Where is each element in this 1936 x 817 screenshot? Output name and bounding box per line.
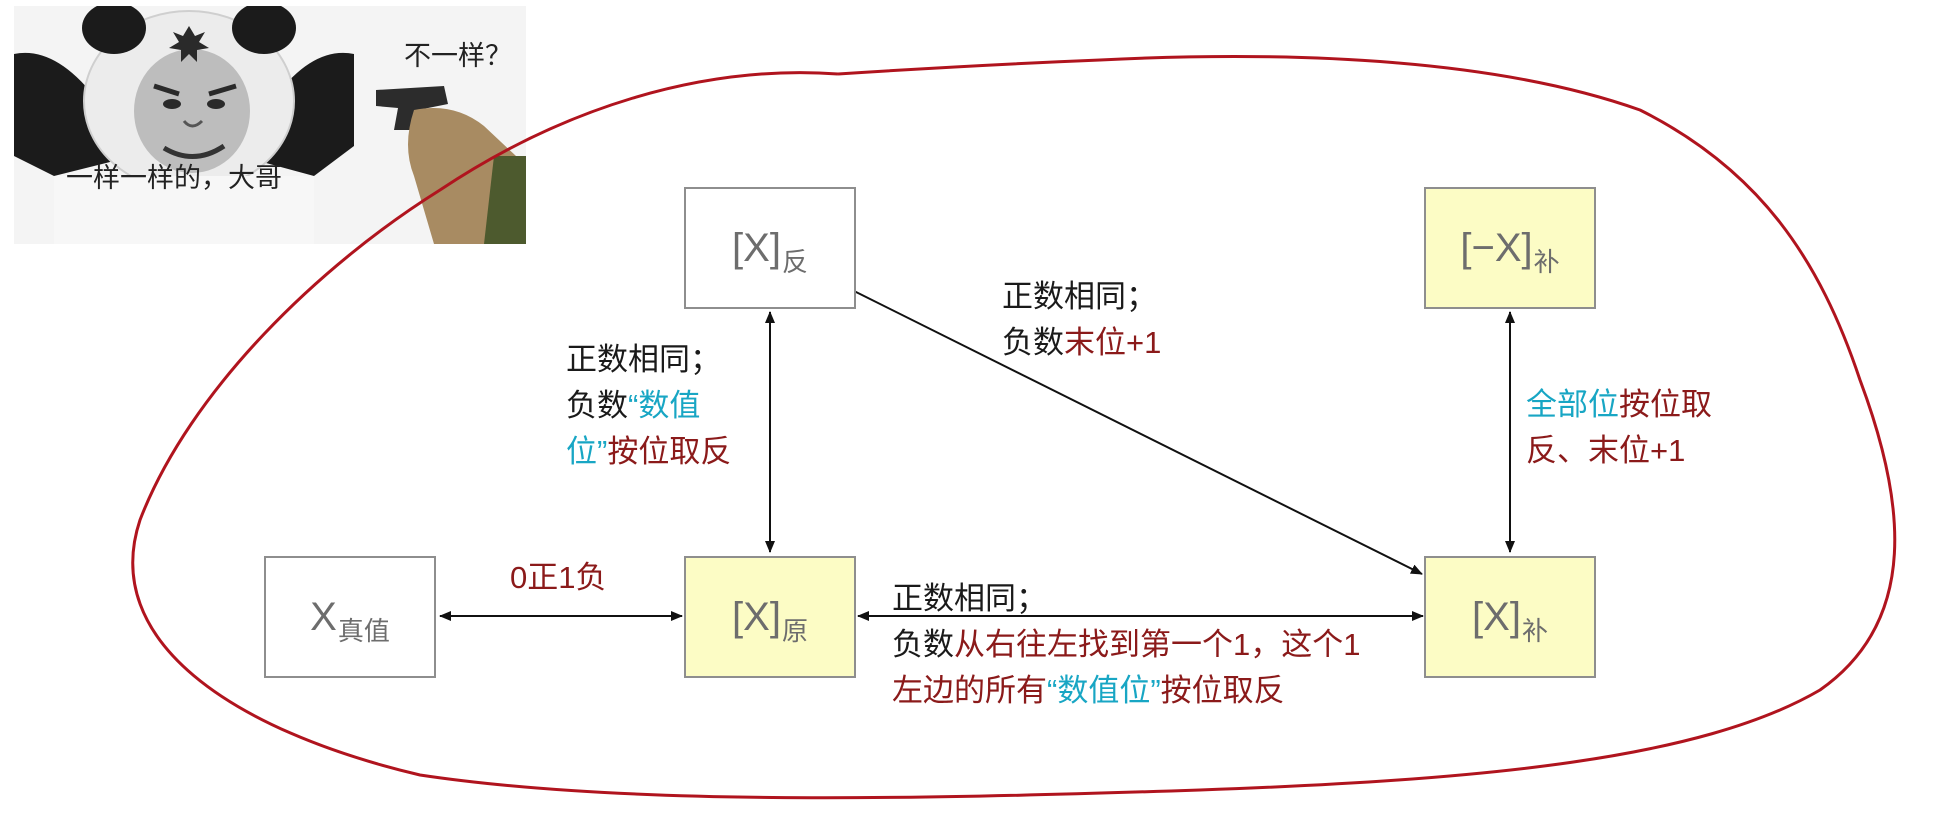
note-ttn-l2: 反、末位+1 [1526, 433, 1686, 468]
ones-complement-box: [X]反 [684, 187, 856, 309]
neg-twos-complement-box: [−X]补 [1424, 187, 1596, 309]
note-oto-l2b: “数值 [628, 388, 701, 423]
sign-magnitude-subscript: 原 [781, 616, 808, 646]
note-otw-l2a: 负数 [892, 627, 954, 662]
note-original-to-twos-line1: 正数相同； [892, 576, 1360, 622]
arrow-ones-to-twos [853, 290, 1423, 575]
note-original-to-ones-line3: 位”按位取反 [566, 429, 731, 475]
twos-complement-subscript: 补 [1521, 616, 1548, 646]
note-otw-l2b: 从右往左找到第一个1，这个1 [954, 627, 1361, 662]
note-ttn-l1b: 按位取 [1619, 387, 1712, 422]
true-value-subscript: 真值 [337, 616, 390, 646]
note-ott-l2a: 负数 [1002, 325, 1064, 360]
note-ones-to-twos-line1: 正数相同； [1002, 274, 1161, 320]
note-oto-l3b: 按位取反 [607, 434, 732, 469]
note-ott-l2b: 末位+1 [1064, 325, 1162, 360]
true-value-label: X [310, 595, 337, 639]
red-outline [131, 55, 1897, 800]
note-original-to-ones-line2: 负数“数值 [566, 383, 731, 429]
meme-caption-right: 不一样？ [404, 41, 512, 72]
panda-meme-illustration [14, 2, 526, 244]
note-otw-l1: 正数相同； [892, 581, 1047, 616]
twos-complement-box: [X]补 [1424, 556, 1596, 678]
note-oto-l3a: 位” [566, 434, 608, 469]
note-otw-l3b: “数值位” [1047, 673, 1161, 708]
note-twos-to-neg: 全部位按位取 反、末位+1 [1526, 382, 1712, 474]
ones-complement-label: [X] [732, 226, 781, 270]
note-sign-rule-text: 0正1负 [510, 560, 607, 595]
note-twos-to-neg-line2: 反、末位+1 [1526, 428, 1712, 474]
note-ones-to-twos: 正数相同； 负数末位+1 [1002, 274, 1161, 366]
note-original-to-ones: 正数相同； 负数“数值 位”按位取反 [566, 337, 731, 475]
note-ttn-l1a: 全部位 [1526, 387, 1619, 422]
note-original-to-twos-line2: 负数从右往左找到第一个1，这个1 [892, 622, 1360, 668]
note-otw-l3a: 左边的所有 [892, 673, 1047, 708]
ones-complement-subscript: 反 [781, 247, 808, 277]
neg-twos-complement-label: [−X] [1460, 226, 1533, 270]
twos-complement-label: [X] [1472, 595, 1521, 639]
meme-caption-bottom: 一样一样的，大哥 [66, 163, 282, 194]
note-otw-l3c: 按位取反 [1160, 673, 1285, 708]
neg-twos-complement-subscript: 补 [1533, 247, 1560, 277]
sign-magnitude-box: [X]原 [684, 556, 856, 678]
note-oto-l2a: 负数 [566, 388, 628, 423]
note-ones-to-twos-line2: 负数末位+1 [1002, 320, 1161, 366]
sign-magnitude-label: [X] [732, 595, 781, 639]
note-original-to-twos-line3: 左边的所有“数值位”按位取反 [892, 668, 1360, 714]
note-original-to-twos: 正数相同； 负数从右往左找到第一个1，这个1 左边的所有“数值位”按位取反 [892, 576, 1360, 714]
note-oto-l1: 正数相同； [566, 342, 721, 377]
note-sign-rule: 0正1负 [510, 555, 606, 601]
note-original-to-ones-line1: 正数相同； [566, 337, 731, 383]
meme-image: 一样一样的，大哥 不一样？ [14, 2, 526, 244]
note-twos-to-neg-line1: 全部位按位取 [1526, 382, 1712, 428]
note-ott-l1: 正数相同； [1002, 279, 1157, 314]
